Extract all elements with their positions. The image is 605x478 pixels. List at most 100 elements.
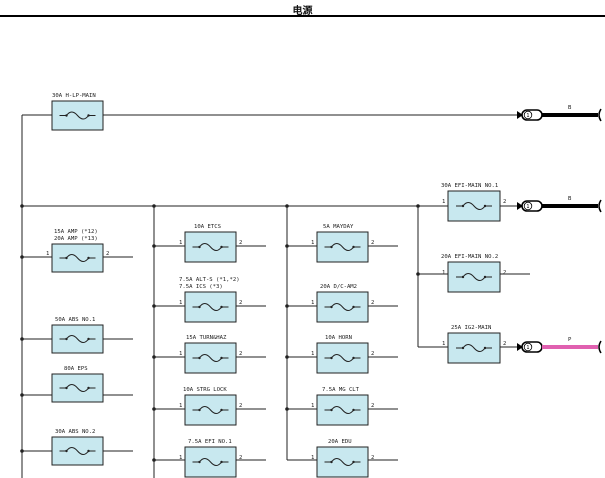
- fuse-label: 80A EPS: [64, 366, 88, 372]
- fuse-eps: 80A EPS: [51, 366, 104, 403]
- fuse-turn-haz: 15A TURN&HAZ 1 2: [179, 335, 242, 374]
- wire-color-code: B: [568, 105, 572, 111]
- fuse-hld-main: 30A H-LP-MAIN: [51, 93, 104, 131]
- wires: [21, 114, 530, 478]
- pin-number: 1: [179, 455, 182, 461]
- fuse-label: 50A ABS NO.1: [55, 317, 95, 323]
- pin-number: 1: [442, 270, 445, 276]
- fuse-symbol-icon: [324, 458, 361, 466]
- fuse-label: 15A AMP (*12): [54, 229, 98, 235]
- fuse-label: 7.5A EFI NO.1: [188, 439, 232, 445]
- pin-number: 2: [239, 455, 242, 461]
- fuse-label: 5A MAYDAY: [323, 224, 354, 230]
- pin-number: 2: [106, 251, 109, 257]
- wire-end-icon: [598, 108, 602, 122]
- pin-number: 1: [179, 351, 182, 357]
- fuse-edu: 20A EDU 1 2: [311, 439, 374, 478]
- header-rule: [0, 15, 605, 17]
- fuse-dc-am2: 20A D/C-AM2 1 2: [311, 284, 374, 323]
- connector-pin-number: 1: [526, 345, 529, 351]
- fuse-label: 7.5A MG CLT: [322, 387, 360, 393]
- pin-number: 2: [503, 199, 506, 205]
- wire-color-code: P: [568, 337, 572, 343]
- pin-number: 1: [46, 251, 49, 257]
- pin-number: 2: [503, 270, 506, 276]
- fuse-abs-1: 50A ABS NO.1: [51, 317, 104, 354]
- fuse-label: 20A EDU: [328, 439, 352, 445]
- fuse-efi-1: 7.5A EFI NO.1 1 2: [179, 439, 242, 478]
- pin-number: 1: [179, 240, 182, 246]
- fuse-strg-lock: 10A STRG LOCK 1 2: [179, 387, 242, 426]
- fuse-mayday: 5A MAYDAY 1 2: [311, 224, 374, 263]
- page-header: 电源: [0, 0, 605, 18]
- pin-number: 1: [311, 455, 314, 461]
- pin-number: 2: [371, 351, 374, 357]
- fuse-efi-main-2: 20A EFI-MAIN NO.2 1 2: [441, 254, 506, 293]
- pin-number: 2: [371, 300, 374, 306]
- pin-number: 1: [311, 351, 314, 357]
- fuse-label: 7.5A ALT-S (*1,*2): [179, 277, 240, 283]
- wire-end-icon: [598, 199, 602, 213]
- fuse-label: 30A H-LP-MAIN: [52, 93, 96, 99]
- junction-dots: [20, 204, 420, 462]
- fuse-label: 20A EFI-MAIN NO.2: [441, 254, 498, 260]
- pin-number: 1: [311, 300, 314, 306]
- pin-number: 1: [311, 403, 314, 409]
- fuse-horn: 10A HORN 1 2: [311, 335, 374, 374]
- wire-end-icon: [598, 340, 602, 354]
- fuse-etcs: 10A ETCS 1 2: [179, 224, 242, 263]
- arrow-icon: [517, 202, 523, 210]
- pin-number: 1: [179, 403, 182, 409]
- connector-pin-number: 1: [526, 204, 529, 210]
- fuse-label: 30A ABS NO.2: [55, 429, 95, 435]
- fuse-symbol-icon: [192, 303, 229, 311]
- arrow-icon: [517, 111, 523, 119]
- fuse-symbol-icon: [59, 447, 96, 455]
- page-title: 电源: [292, 6, 313, 17]
- fuse-label: 10A ETCS: [194, 224, 221, 230]
- fuse-label: 20A D/C-AM2: [320, 284, 357, 290]
- fuse-symbol-icon: [192, 406, 229, 414]
- fuse-symbol-icon: [59, 384, 96, 392]
- pin-number: 2: [371, 240, 374, 246]
- connector-ig2: 1P: [517, 337, 602, 354]
- fuse-efi-main-1: 30A EFI-MAIN NO.1 1 2: [441, 183, 506, 222]
- fuse-label: 25A IG2-MAIN: [451, 325, 491, 331]
- pin-number: 1: [442, 341, 445, 347]
- fuse-symbol-icon: [324, 303, 361, 311]
- fuse-label: 10A HORN: [325, 335, 352, 341]
- pin-number: 1: [179, 300, 182, 306]
- fuse-symbol-icon: [192, 458, 229, 466]
- fuse-label: 10A STRG LOCK: [183, 387, 227, 393]
- fuse-label: 30A EFI-MAIN NO.1: [441, 183, 498, 189]
- fuse-symbol-icon: [324, 354, 361, 362]
- fuse-symbol-icon: [456, 344, 492, 352]
- fuse-symbol-icon: [59, 254, 96, 262]
- fuse-symbol-icon: [456, 273, 492, 281]
- fuse-label: 20A AMP (*13): [54, 236, 98, 242]
- pin-number: 2: [371, 455, 374, 461]
- wire-color-code: B: [568, 196, 572, 202]
- fuse-symbol-icon: [192, 354, 229, 362]
- fuse-amp: 15A AMP (*12)20A AMP (*13) 1 2: [46, 229, 109, 273]
- fuse-symbol-icon: [324, 243, 361, 251]
- fuse-symbol-icon: [192, 243, 229, 251]
- fuse-label: 7.5A ICS (*3): [179, 284, 223, 290]
- connector-efi1: 1B: [517, 196, 602, 213]
- pin-number: 1: [311, 240, 314, 246]
- fuse-label: 15A TURN&HAZ: [186, 335, 227, 341]
- fuse-symbol-icon: [324, 406, 361, 414]
- pin-number: 1: [442, 199, 445, 205]
- pin-number: 2: [239, 403, 242, 409]
- pin-number: 2: [239, 240, 242, 246]
- arrow-icon: [517, 343, 523, 351]
- pin-number: 2: [503, 341, 506, 347]
- fuse-symbol-icon: [456, 202, 492, 210]
- fuse-abs-2: 30A ABS NO.2: [51, 429, 104, 466]
- pin-number: 2: [239, 351, 242, 357]
